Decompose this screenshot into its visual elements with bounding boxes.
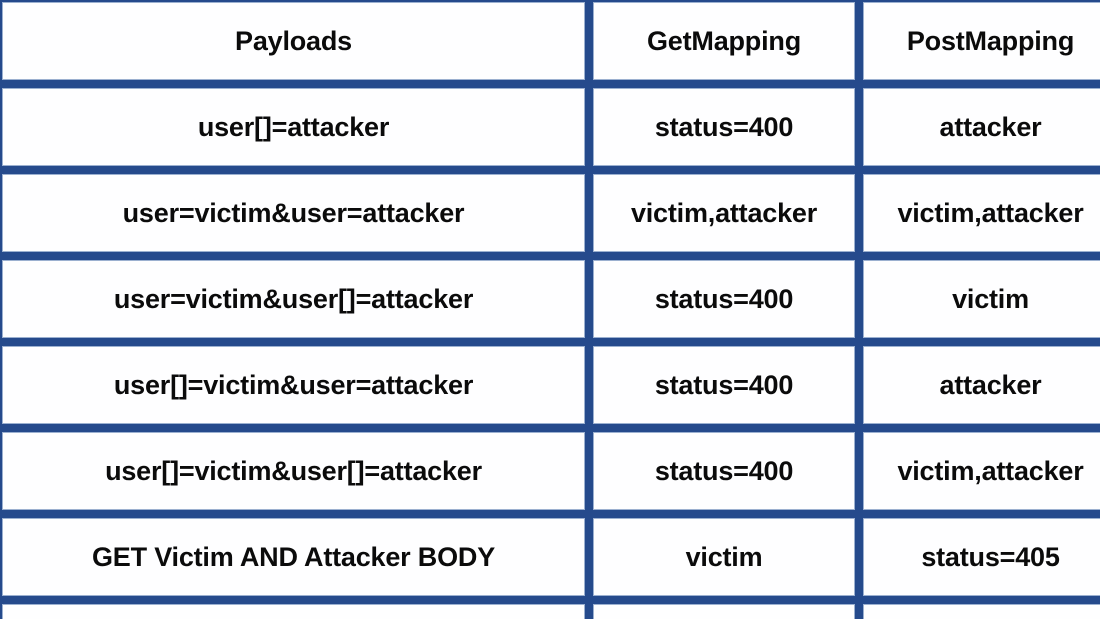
table-cell-getmapping: status=400 [593, 432, 855, 510]
table-cell-getmapping: status=400 [593, 260, 855, 338]
table-cell-postmapping: attacker [863, 346, 1100, 424]
table-cell-payload: POST Victim AND Attacker Query [2, 604, 585, 619]
table-cell-payload: GET Victim AND Attacker BODY [2, 518, 585, 596]
table-cell-payload: user=victim&user=attacker [2, 174, 585, 252]
table-cell-postmapping: attacker [863, 88, 1100, 166]
table-cell-getmapping: victim [593, 518, 855, 596]
column-header-payloads: Payloads [2, 2, 585, 80]
table-cell-payload: user=victim&user[]=attacker [2, 260, 585, 338]
table-cell-getmapping: status=400 [593, 88, 855, 166]
column-header-getmapping: GetMapping [593, 2, 855, 80]
table-cell-postmapping: victim [863, 260, 1100, 338]
table-cell-getmapping: status=405 [593, 604, 855, 619]
table-cell-payload: user[]=victim&user[]=attacker [2, 432, 585, 510]
column-header-postmapping: PostMapping [863, 2, 1100, 80]
table-cell-postmapping: victim,attacker [863, 432, 1100, 510]
table-cell-postmapping: attacker,victim [863, 604, 1100, 619]
table-cell-getmapping: victim,attacker [593, 174, 855, 252]
table-cell-postmapping: status=405 [863, 518, 1100, 596]
table-cell-postmapping: victim,attacker [863, 174, 1100, 252]
table-cell-payload: user[]=victim&user=attacker [2, 346, 585, 424]
table-cell-payload: user[]=attacker [2, 88, 585, 166]
table-cell-getmapping: status=400 [593, 346, 855, 424]
